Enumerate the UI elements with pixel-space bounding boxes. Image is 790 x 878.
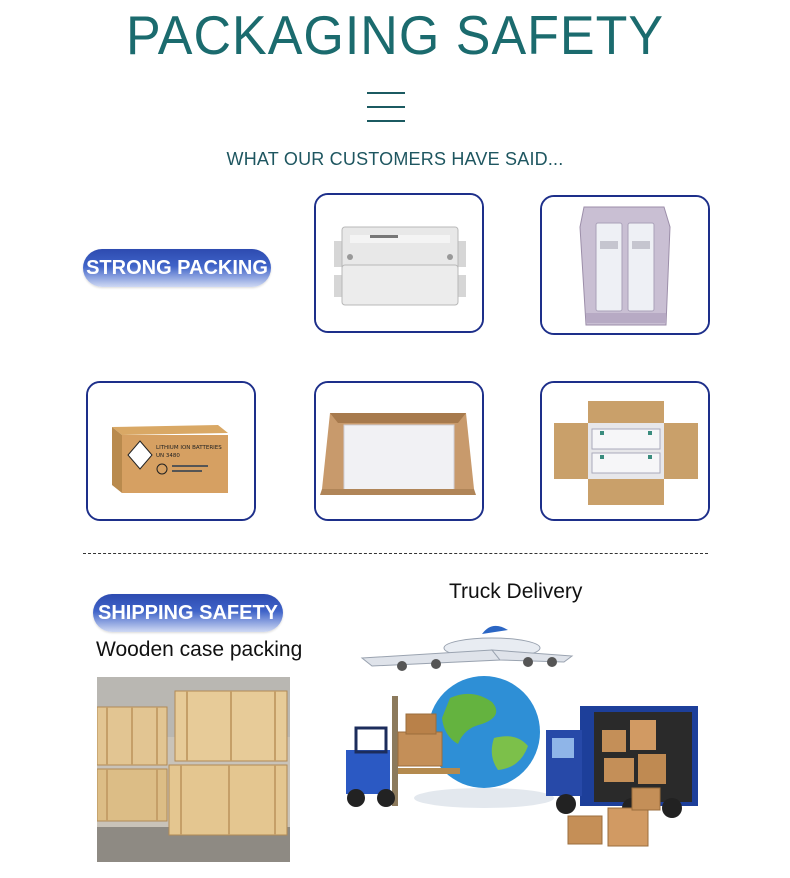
shipping-safety-badge: SHIPPING SAFETY (93, 594, 283, 632)
foam-tray-image (540, 195, 710, 335)
wooden-crates-photo (97, 677, 290, 862)
logistics-illustration (332, 620, 720, 865)
lithium-battery-box-image: LITHIUM ION BATTERIES UN 3480 (86, 381, 256, 521)
forklift-icon (346, 696, 460, 807)
packed-cells-box-image (540, 381, 710, 521)
box-label-text: LITHIUM ION BATTERIES (156, 445, 222, 451)
section-divider (83, 553, 708, 554)
airplane-icon (360, 625, 574, 671)
strong-packing-badge: STRONG PACKING (83, 249, 271, 287)
page-title: PACKAGING SAFETY (125, 5, 665, 67)
truck-icon (546, 706, 698, 818)
section-subtitle: WHAT OUR CUSTOMERS HAVE SAID... (226, 149, 564, 169)
truck-delivery-caption: Truck Delivery (449, 580, 583, 603)
box-un-text: UN 3480 (156, 453, 180, 459)
menu-icon (367, 92, 405, 124)
wooden-case-caption: Wooden case packing (96, 638, 303, 661)
battery-cell-image (314, 193, 484, 333)
open-box-image (314, 381, 484, 521)
